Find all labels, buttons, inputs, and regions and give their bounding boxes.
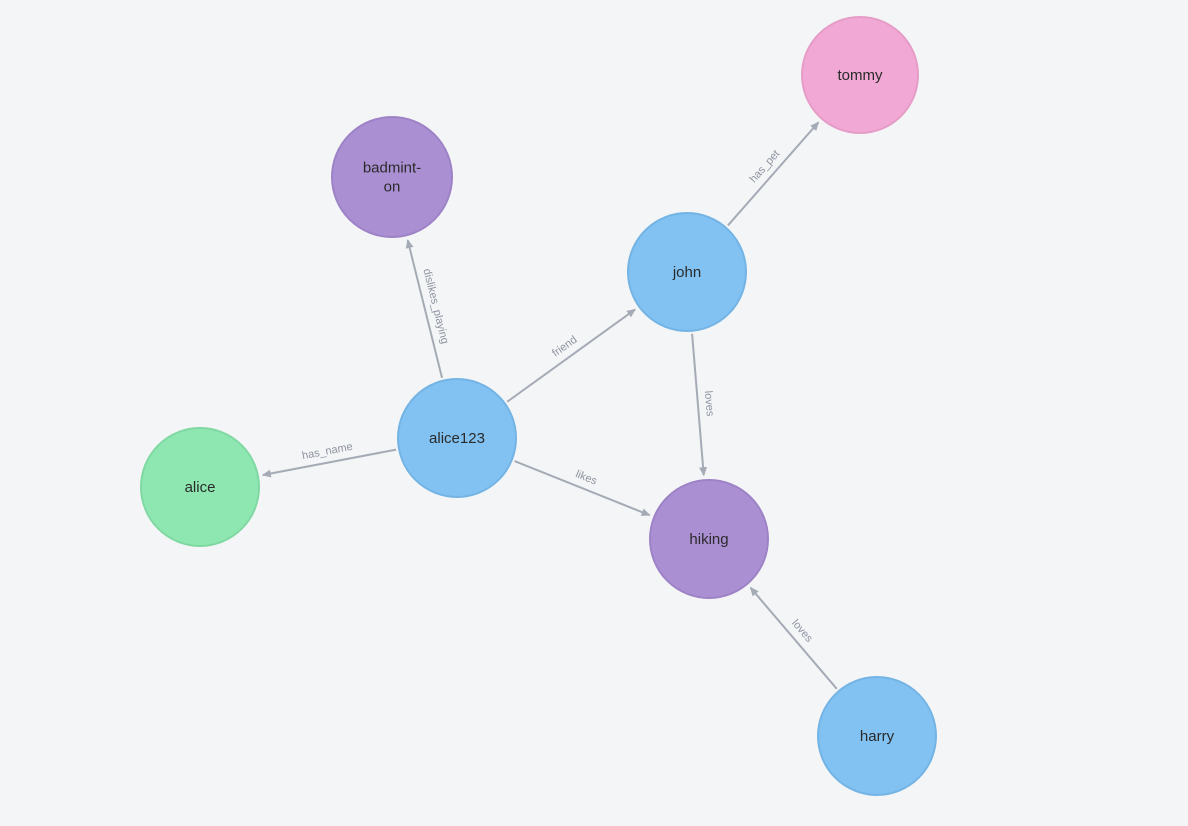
edge-label-loves: loves xyxy=(789,617,815,645)
node-tommy[interactable]: tommy xyxy=(801,16,919,134)
node-circle-john[interactable] xyxy=(627,212,747,332)
node-alice123[interactable]: alice123 xyxy=(397,378,517,498)
edge-alice123-hiking[interactable] xyxy=(514,460,651,517)
node-circle-tommy[interactable] xyxy=(801,16,919,134)
edge-label-has_pet: has_pet xyxy=(747,148,782,185)
node-harry[interactable]: harry xyxy=(817,676,937,796)
edge-alice123-john[interactable] xyxy=(506,308,636,403)
node-circle-alice123[interactable] xyxy=(397,378,517,498)
edge-john-tommy[interactable] xyxy=(727,121,820,227)
edge-john-hiking[interactable] xyxy=(691,333,708,477)
edge-harry-hiking[interactable] xyxy=(749,586,838,690)
node-badminton[interactable]: badmint-on xyxy=(331,116,453,238)
edge-alice123-alice[interactable] xyxy=(261,448,397,478)
node-circle-harry[interactable] xyxy=(817,676,937,796)
node-circle-hiking[interactable] xyxy=(649,479,769,599)
edge-label-loves: loves xyxy=(702,390,716,417)
edge-label-friend: friend xyxy=(550,334,579,360)
node-john[interactable]: john xyxy=(627,212,747,332)
node-hiking[interactable]: hiking xyxy=(649,479,769,599)
edge-label-likes: likes xyxy=(574,468,599,488)
node-alice[interactable]: alice xyxy=(140,427,260,547)
node-circle-alice[interactable] xyxy=(140,427,260,547)
node-circle-badminton[interactable] xyxy=(331,116,453,238)
edge-alice123-badminton[interactable] xyxy=(405,239,443,379)
node-layer: tommy badmint-on john alice123 alice hiking ha… xyxy=(140,16,937,796)
